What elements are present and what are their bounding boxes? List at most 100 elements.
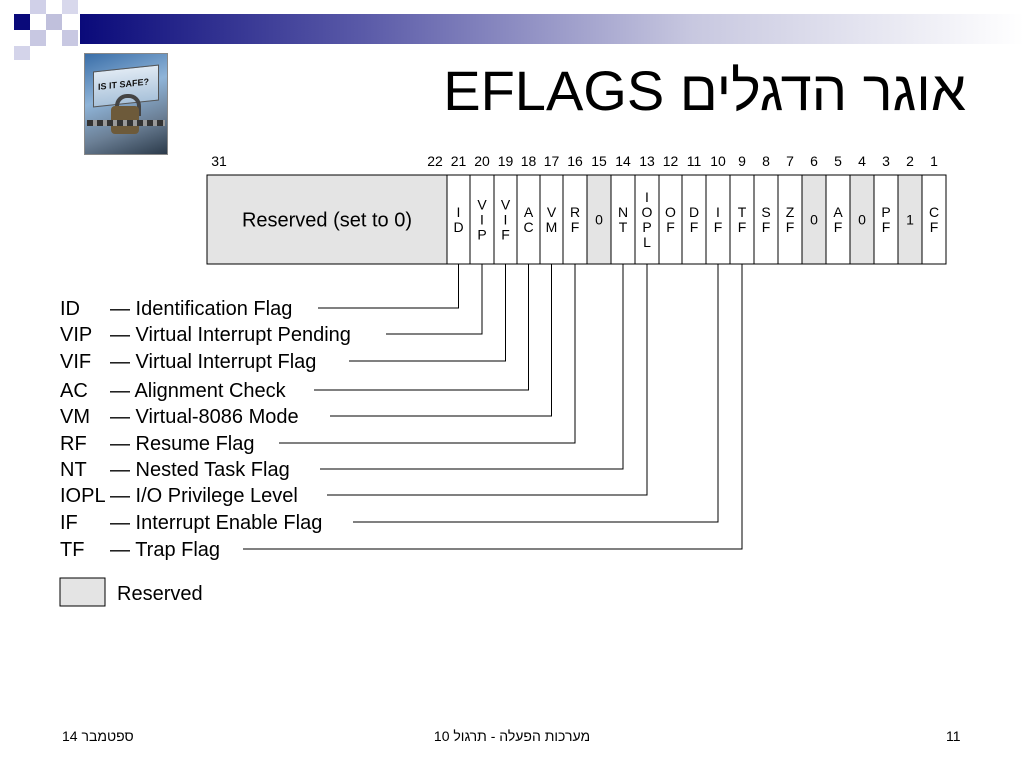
legend-abbr: TF [60, 539, 84, 561]
register-cell [849, 174, 875, 265]
bit-number: 13 [639, 153, 655, 169]
bit-number: 12 [663, 153, 679, 169]
cell-letter: F [882, 219, 891, 235]
bit-number: 9 [738, 153, 746, 169]
leader-line [314, 264, 529, 391]
bit-number: 1 [930, 153, 938, 169]
cell-letter: F [714, 219, 723, 235]
leader-line [320, 264, 624, 470]
cell-letter: F [666, 219, 675, 235]
legend-abbr: ID [60, 298, 80, 320]
legend-abbr: IOPL [60, 485, 106, 507]
cell-letter: C [523, 219, 533, 235]
leader-lines [243, 264, 743, 550]
leader-line [353, 264, 719, 523]
reserved-key-label: Reserved [117, 583, 203, 605]
cell-letter: 0 [810, 212, 818, 228]
bit-number: 11 [687, 153, 702, 169]
deco-square [30, 30, 46, 46]
cell-letter: P [881, 204, 890, 220]
cell-letter: 0 [595, 212, 603, 228]
reserved-bits-block [206, 174, 448, 265]
legend-abbr: VIF [60, 351, 91, 373]
cell-letter: F [501, 227, 510, 243]
cell-letter: P [477, 227, 486, 243]
cell-letter: F [571, 219, 580, 235]
cell-letter: D [689, 204, 699, 220]
bit-number: 6 [810, 153, 818, 169]
bit-number: 20 [474, 153, 490, 169]
deco-square [62, 30, 78, 46]
page-title: EFLAGS אוגר הדגלים [443, 56, 966, 126]
cell-letter: P [642, 219, 651, 235]
cell-letter: T [738, 204, 747, 220]
legend-desc: — Alignment Check [110, 380, 287, 402]
register-cell [825, 174, 851, 265]
cell-letter: F [786, 219, 795, 235]
bit-number: 10 [710, 153, 726, 169]
legend-desc: — Trap Flag [110, 539, 220, 561]
legend-desc: — I/O Privilege Level [110, 485, 298, 507]
register-cell [681, 174, 707, 265]
bit-number: 2 [906, 153, 914, 169]
leader-line [279, 264, 576, 444]
legend-desc: — Interrupt Enable Flag [110, 512, 322, 534]
bit-number: 18 [521, 153, 537, 169]
bit-number: 14 [615, 153, 631, 169]
cell-letter: O [642, 204, 653, 220]
footer-course: מערכות הפעלה - תרגול 10 [433, 728, 591, 744]
register-cell [753, 174, 779, 265]
cell-letter: A [833, 204, 843, 220]
leader-line [330, 264, 552, 417]
header-banner [80, 14, 1024, 44]
bit-number: 8 [762, 153, 770, 169]
bit-number: 7 [786, 153, 794, 169]
legend-desc: — Nested Task Flag [110, 459, 290, 481]
cell-letter: A [524, 204, 534, 220]
padlock-shackle [115, 94, 141, 116]
bit-number: 17 [544, 153, 560, 169]
register-cell [610, 174, 636, 265]
cell-letter: F [690, 219, 699, 235]
leader-line [327, 264, 648, 496]
cell-letter: F [834, 219, 843, 235]
cell-letter: V [501, 197, 511, 213]
register-cell [897, 174, 923, 265]
bit-number: 5 [834, 153, 842, 169]
deco-square [62, 0, 78, 14]
legend-abbr: NT [60, 459, 87, 481]
cell-letter: N [618, 204, 628, 220]
cell-letter: F [762, 219, 771, 235]
cell-letter: 1 [906, 212, 914, 228]
cell-letter: F [738, 219, 747, 235]
cell-letter: Z [786, 204, 795, 220]
chain-icon [87, 120, 165, 126]
bit-number: 19 [498, 153, 514, 169]
cell-letter: L [643, 234, 651, 250]
register-cell [921, 174, 947, 265]
legend-desc: — Virtual Interrupt Pending [110, 324, 351, 346]
is-it-safe-image: IS IT SAFE? [84, 53, 168, 155]
register-cell [705, 174, 731, 265]
bit-number: 4 [858, 153, 866, 169]
leader-line [386, 264, 483, 335]
legend-desc: — Virtual Interrupt Flag [110, 351, 316, 373]
footer-page-number: 11 [946, 728, 961, 744]
cell-letter: O [665, 204, 676, 220]
reserved-key-swatch [59, 577, 106, 607]
cell-letter: T [619, 219, 628, 235]
cell-letter: I [457, 204, 461, 220]
cell-letter: I [645, 189, 649, 205]
bit-number: 31 [211, 153, 227, 169]
reserved-bits-label: Reserved (set to 0) [242, 210, 412, 232]
legend-desc: — Resume Flag [110, 433, 255, 455]
bit-number: 15 [591, 153, 607, 169]
cell-letter: S [761, 204, 770, 220]
legend-desc: — Identification Flag [110, 298, 292, 320]
leader-line [243, 264, 743, 550]
cell-letter: R [570, 204, 580, 220]
title-hebrew: אוגר הדגלים [679, 59, 966, 122]
